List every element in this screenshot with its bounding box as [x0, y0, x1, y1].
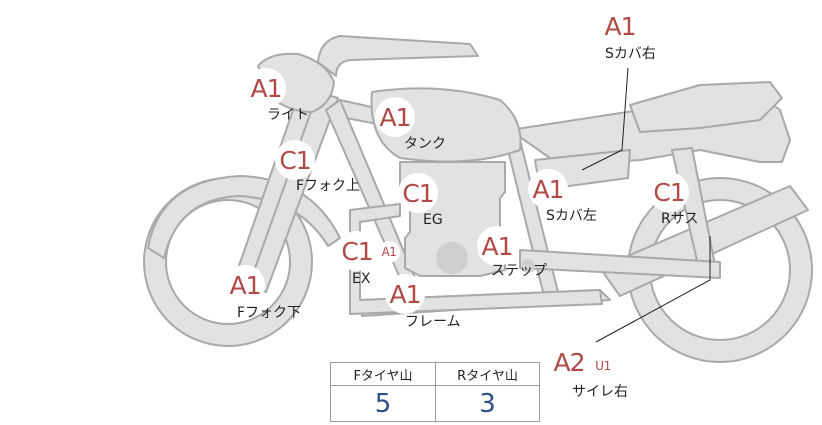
swingarm — [519, 249, 721, 279]
label-light: ライト — [267, 107, 309, 123]
label-f-fork-upper: Fフォク上 — [296, 178, 361, 194]
grade-badge-tank: A1 — [375, 97, 415, 137]
label-muffler-right: サイレ右 — [572, 384, 628, 400]
grade-badge-s-cover-left: A1 — [528, 169, 568, 209]
label-s-cover-left: Sカバ左 — [546, 208, 597, 224]
leader-muffler-right — [595, 236, 711, 343]
label-engine: EG — [423, 212, 443, 228]
grade-badge-s-cover-right: A1 — [600, 6, 640, 46]
engine-case-circle — [436, 242, 468, 274]
handlebar — [317, 35, 479, 77]
grade-badge-f-fork-lower: A1 — [225, 265, 265, 305]
rear-tire-header: Rタイヤ山 — [436, 363, 539, 386]
grade-badge-light: A1 — [246, 68, 286, 108]
grade-badge-step: A1 — [477, 226, 517, 266]
grade-badge-r-suspension: C1 — [649, 172, 689, 212]
grade-badge-frame: A1 — [385, 274, 425, 314]
seat — [629, 81, 783, 133]
sub-grade-badge-muffler-right: U1 — [592, 355, 614, 377]
label-f-fork-lower: Fフォク下 — [237, 305, 302, 321]
grade-badge-f-fork-upper: C1 — [275, 140, 315, 180]
footpeg — [521, 259, 535, 273]
grade-badge-muffler-right: A2 — [549, 342, 589, 382]
sub-grade-badge-exhaust: A1 — [378, 241, 400, 263]
rear-tire-column: Rタイヤ山 3 — [436, 363, 539, 421]
label-r-suspension: Rサス — [661, 211, 699, 227]
front-tire-header: Fタイヤ山 — [331, 363, 435, 386]
grade-badge-exhaust: C1 — [337, 231, 377, 271]
label-tank: タンク — [404, 136, 446, 152]
label-step: ステップ — [491, 263, 547, 279]
label-s-cover-right: Sカバ右 — [605, 46, 656, 62]
leader-s-cover-right — [581, 67, 629, 171]
label-exhaust: EX — [352, 271, 371, 287]
rear-tire-value: 3 — [479, 388, 496, 419]
label-frame: フレーム — [405, 314, 461, 330]
front-tire-value: 5 — [374, 388, 392, 419]
exhaust-pipe — [349, 203, 603, 315]
grade-badge-engine: C1 — [398, 173, 438, 213]
tire-tread-table: Fタイヤ山 5 Rタイヤ山 3 — [330, 362, 540, 422]
front-tire-column: Fタイヤ山 5 — [331, 363, 436, 421]
